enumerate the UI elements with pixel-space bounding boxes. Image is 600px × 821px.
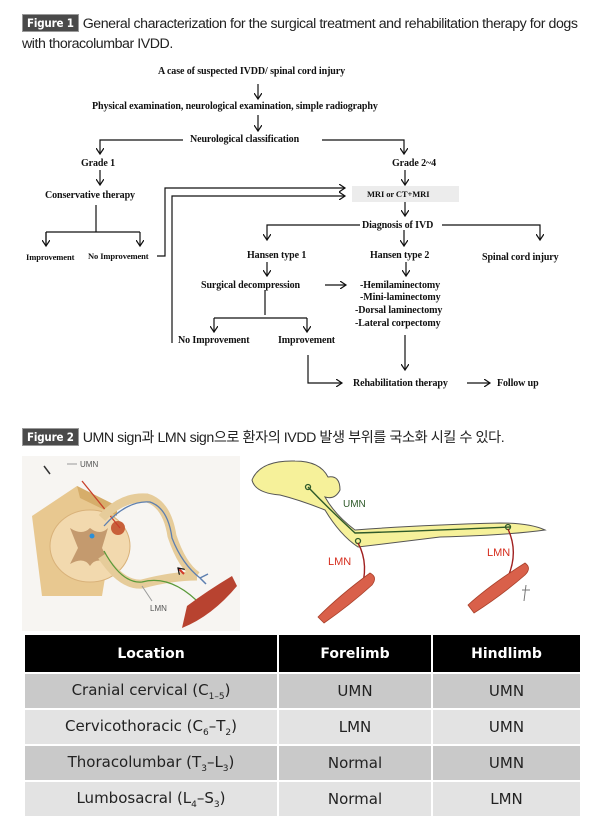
flow-procedure: -Mini-laminectomy [360,292,441,303]
arrow-diag-hansen1 [267,224,360,240]
arrow-noimp2-to-mri [171,196,345,343]
cell-hindlimb: LMN [432,780,580,816]
figure1-label: Figure 1 [22,14,79,32]
flow-start: A case of suspected IVDD/ spinal cord in… [158,66,345,77]
header-hindlimb: Hindlimb [432,635,580,673]
flow-hansen2: Hansen type 2 [370,250,430,261]
flowchart-connectors [0,84,600,410]
arrow-noimp-to-mri [157,188,345,257]
flow-procedure: -Dorsal laminectomy [355,305,443,316]
header-forelimb: Forelimb [278,635,433,673]
flow-procedure: -Lateral corpectomy [355,318,441,329]
flow-grade1: Grade 1 [81,158,116,169]
right-lmn-label-hind: LMN [487,547,510,559]
cell-forelimb: UMN [278,672,433,709]
cell-location: Lumbosacral (L4–S3) [25,780,279,816]
flow-spinal-injury: Spinal cord injury [482,252,559,263]
cell-location: Thoracolumbar (T3–L3) [25,744,279,781]
header-location: Location [25,635,279,673]
arrow-improvement-rehab [307,355,342,383]
left-umn-label: UMN [80,460,98,469]
flow-conservative: Conservative therapy [45,190,135,201]
left-lmn-label: LMN [150,604,167,613]
right-umn-label: UMN [343,499,366,510]
flow-exam: Physical examination, neurological exami… [92,101,378,112]
cell-forelimb: Normal [278,744,433,781]
flow-improvement-bottom: Improvement [278,335,336,346]
flow-diagnosis: Diagnosis of IVD [362,220,434,231]
cell-forelimb: LMN [278,708,433,745]
flow-classification: Neurological classification [190,134,300,145]
figure1-caption: General characterization for the surgica… [22,16,578,52]
flow-no-improvement-bottom: No Improvement [178,335,250,346]
cell-location: Cervicothoracic (C6–T2) [25,708,279,745]
localization-table: Location Forelimb Hindlimb Cranial cervi… [25,635,580,816]
flow-follow-up: Follow up [497,378,539,389]
right-lmn-label-fore: LMN [328,556,351,568]
forelimb-muscle [317,572,375,624]
flow-improvement-left: Improvement [26,252,75,262]
flow-surgical: Surgical decompression [201,280,301,291]
imaging-box [352,186,459,202]
hindlimb-muscle [467,562,529,614]
spinal-cord-illustration: UMN LMN [22,456,240,631]
cell-hindlimb: UMN [432,708,580,745]
flow-rehab: Rehabilitation therapy [353,378,448,389]
table-header-row: Location Forelimb Hindlimb [25,635,580,673]
flow-no-improvement-left: No Improvement [88,251,149,261]
flow-hansen1: Hansen type 1 [247,250,307,261]
arrow-class-grade24 [322,139,404,154]
arrow-diag-spinal [442,224,540,240]
cell-forelimb: Normal [278,780,433,816]
cell-hindlimb: UMN [432,744,580,781]
flow-imaging: MRI or CT+MRI [367,189,430,199]
nervous-system-illustration: UMN LMN LMN [251,460,547,624]
figure2-label: Figure 2 [22,428,79,446]
flow-procedure: -Hemilaminectomy [360,280,441,291]
flow-grade2-4: Grade 2~4 [392,158,437,169]
figure2-caption: UMN sign과 LMN sign으로 환자의 IVDD 발생 부위를 국소화… [82,430,505,446]
cell-hindlimb: UMN [432,672,580,709]
arrow-class-grade1 [100,139,183,154]
cell-location: Cranial cervical (C1–5) [25,672,279,709]
